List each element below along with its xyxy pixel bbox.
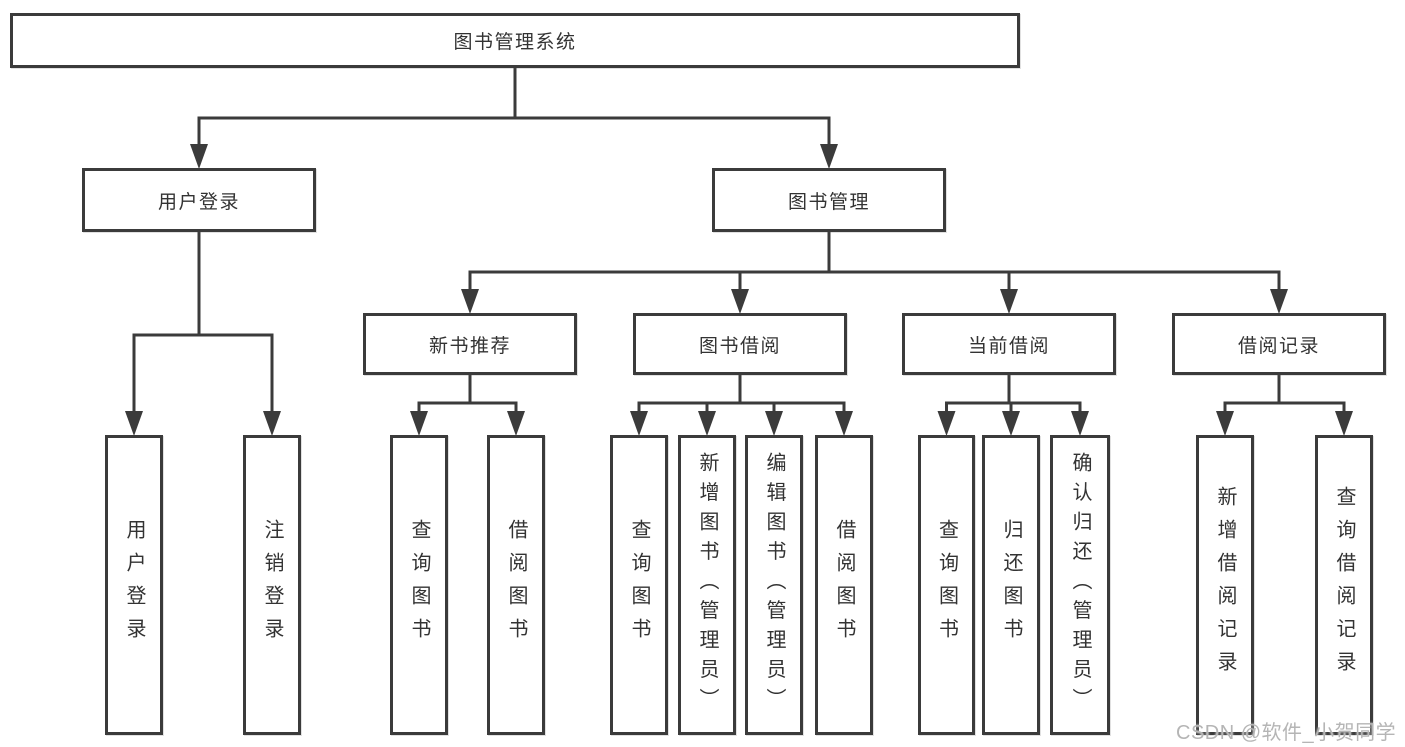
node-bb-edit-books: 编辑图书（管理员） <box>745 435 803 735</box>
arrowhead-icon <box>731 289 749 314</box>
node-label: 查询图书 <box>935 519 958 651</box>
node-bb-borrow-books: 借阅图书 <box>815 435 873 735</box>
arrowhead-icon <box>410 411 428 436</box>
node-label: 归还图书 <box>1000 519 1022 651</box>
node-label: 新书推荐 <box>428 335 511 357</box>
arrowhead-icon <box>765 411 783 436</box>
node-borrow-records: 借阅记录 <box>1172 313 1386 375</box>
arrowhead-icon <box>1071 411 1089 436</box>
node-label: 图书管理系统 <box>453 32 577 53</box>
node-book-management: 图书管理 <box>712 168 946 232</box>
node-label: 查询图书 <box>628 519 650 651</box>
node-nbr-query-books: 查询图书 <box>390 435 448 735</box>
node-label: 查询借阅记录 <box>1333 486 1355 684</box>
arrowhead-icon <box>507 411 525 436</box>
node-label: 确认归还（管理员） <box>1069 452 1091 718</box>
node-nbr-borrow-books: 借阅图书 <box>487 435 545 735</box>
node-label: 查询图书 <box>408 519 430 651</box>
node-label: 用户登录 <box>157 191 240 213</box>
node-br-query-record: 查询借阅记录 <box>1315 435 1373 735</box>
arrowhead-icon <box>1000 289 1018 314</box>
node-label: 借阅图书 <box>833 519 855 651</box>
node-cb-return-books: 归还图书 <box>982 435 1040 735</box>
node-label: 当前借阅 <box>967 335 1050 357</box>
node-label: 借阅图书 <box>505 519 527 651</box>
arrowhead-icon <box>190 144 208 169</box>
node-logout-leaf: 注销登录 <box>243 435 301 735</box>
node-label: 编辑图书（管理员） <box>763 452 785 718</box>
node-label: 图书管理 <box>787 191 870 213</box>
node-book-borrowing: 图书借阅 <box>633 313 847 375</box>
node-user-login: 用户登录 <box>82 168 316 232</box>
node-label: 注销登录 <box>261 519 283 651</box>
node-cb-confirm-return: 确认归还（管理员） <box>1050 435 1110 735</box>
node-br-add-record: 新增借阅记录 <box>1196 435 1254 735</box>
arrowhead-icon <box>937 411 956 436</box>
node-label: 新增图书（管理员） <box>696 452 718 718</box>
node-cb-query-books: 查询图书 <box>918 435 975 735</box>
arrowhead-icon <box>698 411 716 436</box>
arrowhead-icon <box>1002 411 1020 436</box>
arrowhead-icon <box>1335 411 1353 436</box>
node-root: 图书管理系统 <box>10 13 1020 68</box>
node-label: 新增借阅记录 <box>1214 486 1236 684</box>
arrowhead-icon <box>820 144 838 169</box>
node-bb-query-books: 查询图书 <box>610 435 668 735</box>
arrowhead-icon <box>1270 289 1288 314</box>
arrowhead-icon <box>630 411 648 436</box>
node-bb-add-books: 新增图书（管理员） <box>678 435 736 735</box>
watermark: CSDN @软件_小贺同学 <box>1176 722 1397 744</box>
node-new-book-recommend: 新书推荐 <box>363 313 577 375</box>
arrowhead-icon <box>125 411 143 436</box>
arrowhead-icon <box>835 411 853 436</box>
node-user-login-leaf: 用户登录 <box>105 435 163 735</box>
node-current-borrowing: 当前借阅 <box>902 313 1116 375</box>
arrowhead-icon <box>1216 411 1234 436</box>
arrowhead-icon <box>263 411 281 436</box>
arrowhead-icon <box>461 289 479 314</box>
node-label: 用户登录 <box>123 519 145 651</box>
node-label: 借阅记录 <box>1237 335 1320 357</box>
node-label: 图书借阅 <box>698 335 781 357</box>
